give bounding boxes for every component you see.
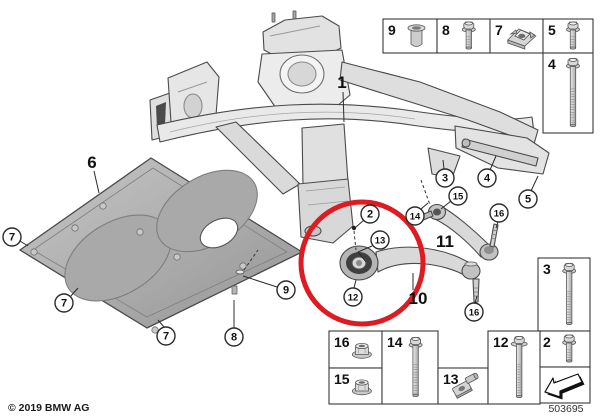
svg-text:7: 7 <box>495 22 503 38</box>
svg-text:9: 9 <box>283 285 289 297</box>
callout-2[interactable]: 2 <box>360 204 380 224</box>
svg-text:16: 16 <box>494 209 505 220</box>
callout-5[interactable]: 5 <box>518 189 538 209</box>
svg-text:8: 8 <box>231 332 237 344</box>
part-box-4[interactable]: 4 <box>542 52 594 134</box>
part-box-8[interactable]: 8 <box>436 18 491 54</box>
control-arm-drawing <box>418 203 499 261</box>
leader-line-7 <box>19 240 29 247</box>
part-label-6[interactable]: 6 <box>87 153 96 172</box>
callout-12[interactable]: 12 <box>343 287 363 307</box>
svg-text:5: 5 <box>548 22 556 38</box>
bolt-icon <box>562 263 577 325</box>
svg-text:2: 2 <box>367 209 373 221</box>
part-box-7[interactable]: 7 <box>489 18 544 54</box>
svg-text:7: 7 <box>9 232 15 244</box>
leader-line-16 <box>474 295 478 304</box>
washer-bolt-icon <box>510 336 528 398</box>
svg-text:14: 14 <box>387 334 403 350</box>
part-label-1[interactable]: 1 <box>337 73 346 92</box>
leader-line-13 <box>357 245 373 263</box>
part-box-9[interactable]: 9 <box>382 18 438 54</box>
part-label-10[interactable]: 10 <box>409 289 428 308</box>
part-box-2[interactable]: 2 <box>537 330 591 368</box>
callout-9[interactable]: 9 <box>276 280 296 300</box>
part-box-14[interactable]: 14 <box>381 330 439 405</box>
svg-text:5: 5 <box>525 194 531 206</box>
callout-8[interactable]: 8 <box>224 327 244 347</box>
flange-nut-icon <box>351 342 372 359</box>
leader-line-7 <box>69 287 79 298</box>
bolt-icon <box>566 21 580 50</box>
threaded-insert-icon <box>407 24 426 47</box>
svg-text:13: 13 <box>375 236 386 247</box>
callout-14[interactable]: 14 <box>405 206 425 226</box>
copyright-text: © 2019 BMW AG <box>8 402 90 414</box>
callout-7[interactable]: 7 <box>2 227 22 247</box>
svg-text:16: 16 <box>469 308 480 319</box>
svg-text:4: 4 <box>548 56 556 72</box>
part-box-13[interactable]: 13 <box>437 367 489 405</box>
leader-line-15 <box>440 200 452 210</box>
svg-text:9: 9 <box>388 22 396 38</box>
callout-7[interactable]: 7 <box>54 293 74 313</box>
part-box-3[interactable]: 3 <box>537 257 591 332</box>
bolt-icon <box>461 21 476 50</box>
svg-text:15: 15 <box>334 371 350 387</box>
leader-line-16 <box>495 221 499 229</box>
svg-text:4: 4 <box>484 173 491 185</box>
svg-text:3: 3 <box>543 261 551 277</box>
assembly-dashed-lines <box>233 179 431 326</box>
part-box-15[interactable]: 15 <box>328 367 383 405</box>
bolt-icon <box>408 337 423 397</box>
leader-line-1 <box>342 91 345 123</box>
svg-text:12: 12 <box>348 293 359 304</box>
part-box-5[interactable]: 5 <box>542 18 594 54</box>
cage-nut-icon <box>507 28 537 50</box>
svg-text:12: 12 <box>493 334 509 350</box>
leader-line-12 <box>353 279 357 289</box>
leader-line-6 <box>93 170 100 194</box>
bolt-icon <box>566 58 580 128</box>
leader-line-9 <box>242 275 278 288</box>
svg-text:3: 3 <box>442 173 448 185</box>
callout-13[interactable]: 13 <box>370 230 390 250</box>
leader-line-3 <box>442 159 445 170</box>
svg-text:8: 8 <box>442 22 450 38</box>
highlight-circle <box>298 199 426 327</box>
svg-text:16: 16 <box>334 334 350 350</box>
leader-line-7 <box>157 319 165 328</box>
svg-text:7: 7 <box>163 331 169 343</box>
part-box-arrow[interactable] <box>537 366 591 404</box>
svg-text:13: 13 <box>443 371 459 387</box>
direction-arrow-icon <box>544 373 585 400</box>
part-label-11[interactable]: 11 <box>436 232 454 251</box>
callout-3[interactable]: 3 <box>435 168 455 188</box>
leader-line-4 <box>489 155 497 171</box>
leader-line-5 <box>530 175 539 192</box>
doc-number: 503695 <box>548 403 584 415</box>
slide-nut-icon <box>452 372 479 399</box>
svg-text:14: 14 <box>410 212 421 223</box>
svg-text:7: 7 <box>61 298 67 310</box>
callout-4[interactable]: 4 <box>477 168 497 188</box>
svg-text:15: 15 <box>453 192 464 203</box>
bolt-icon <box>562 334 577 363</box>
part-box-12[interactable]: 12 <box>487 330 541 405</box>
skid-plate-drawing <box>19 157 303 334</box>
callout-7[interactable]: 7 <box>156 326 176 346</box>
leader-line-14 <box>420 202 429 210</box>
callout-15[interactable]: 15 <box>448 186 468 206</box>
svg-text:2: 2 <box>543 334 551 350</box>
part-box-16[interactable]: 16 <box>328 330 383 369</box>
leader-line-2 <box>355 219 365 228</box>
callout-16[interactable]: 16 <box>464 302 484 322</box>
flange-nut-icon <box>351 379 372 396</box>
callout-16[interactable]: 16 <box>489 203 509 223</box>
